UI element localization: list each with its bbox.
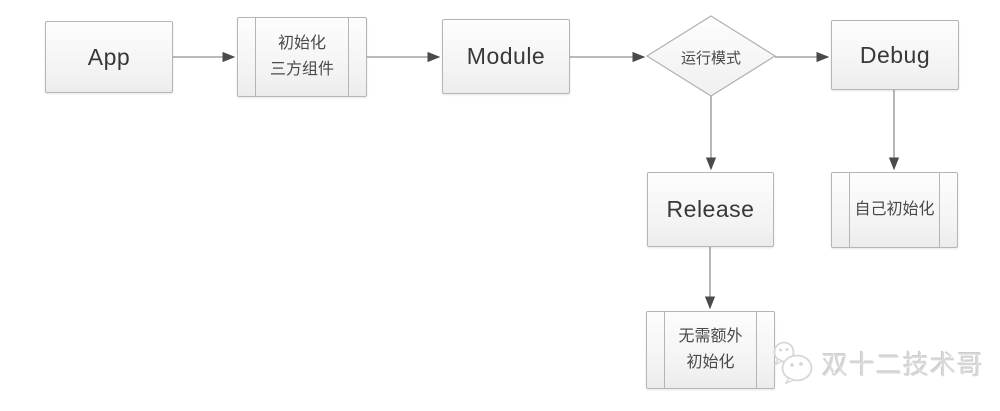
node-debug-label: Debug [859,41,931,68]
node-init-third-party: 初始化 三方组件 [237,17,367,97]
node-self-init-label: 自己初始化 [854,201,935,218]
node-no-extra-init-label-line1: 无需额外 [678,328,743,345]
node-release-label: Release [666,196,755,222]
predefined-process-bar-right [348,18,349,96]
wechat-chat-bubbles-icon [773,341,813,385]
node-app: App [45,21,173,93]
predefined-process-bar-left [255,18,256,96]
node-no-extra-init-label-line2: 初始化 [686,354,735,371]
predefined-process-bar-left [849,173,850,247]
node-module: Module [442,19,570,94]
node-app-label: App [87,43,131,70]
node-self-init: 自己初始化 [831,172,958,248]
node-module-label: Module [466,43,546,69]
node-no-extra-init: 无需额外 初始化 [646,311,775,389]
predefined-process-bar-left [664,312,665,388]
watermark: 双十二技术哥 [770,341,984,385]
predefined-process-bar-right [756,312,757,388]
node-run-mode-label: 运行模式 [680,49,741,67]
predefined-process-bar-right [939,173,940,247]
watermark-text: 双十二技术哥 [822,349,985,380]
node-debug: Debug [831,20,959,90]
decision-diamond-shape [645,15,777,97]
node-release: Release [647,172,774,247]
node-run-mode: 运行模式 [651,44,771,70]
node-init-third-party-label-line1: 初始化 [277,35,326,52]
node-init-third-party-label-line2: 三方组件 [269,61,334,78]
